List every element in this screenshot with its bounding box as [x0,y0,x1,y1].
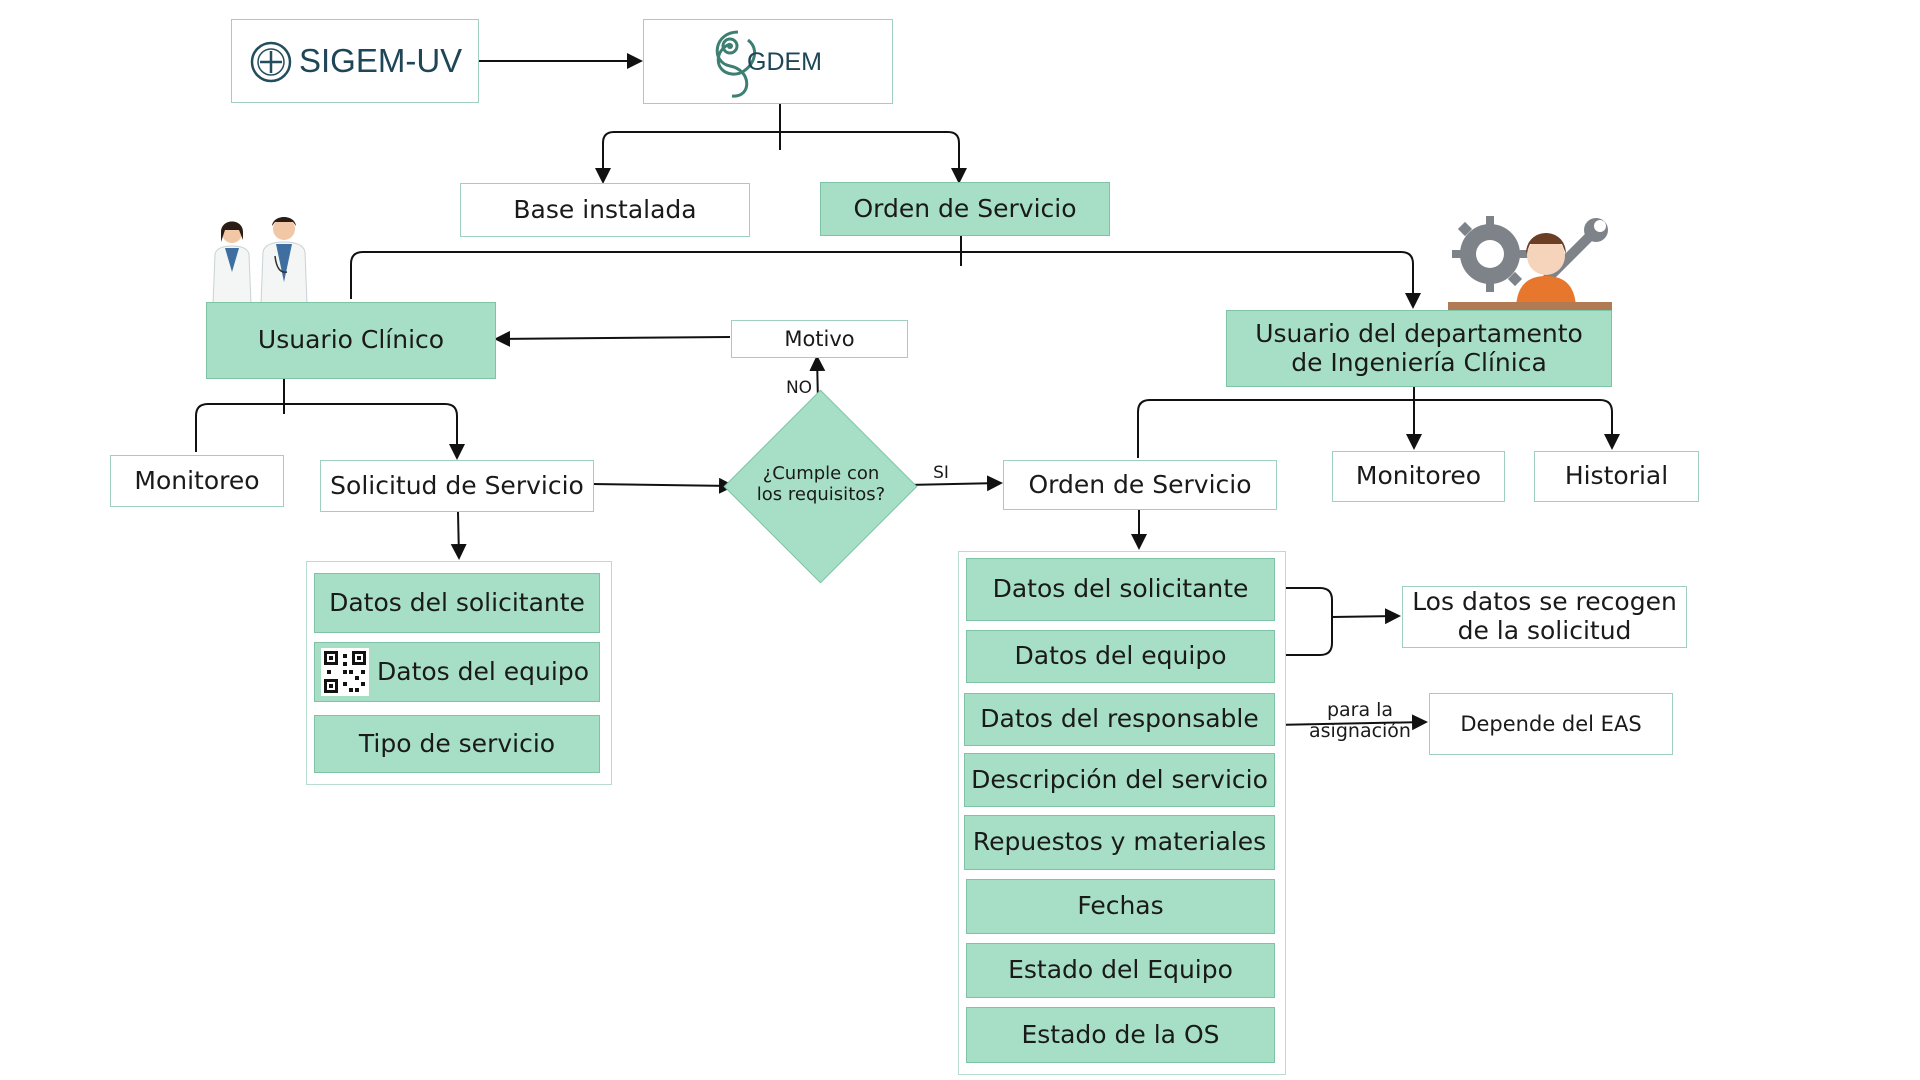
orden-item-label: Datos del equipo [1014,641,1227,671]
solicitud-item-label: Datos del equipo [377,656,589,686]
decision-question-label: ¿Cumple con los requisitos? [756,463,886,505]
solicitud-servicio-label: Solicitud de Servicio [330,470,584,500]
orden-item: Datos del responsable [964,693,1275,746]
orden-item-label: Datos del responsable [980,704,1259,734]
engineer-gear-wrench-icon [1448,216,1612,310]
historial-label: Historial [1564,461,1669,491]
orden-servicio-label: Orden de Servicio [1028,469,1252,499]
historial-box: Historial [1534,451,1699,502]
orden-item-label: Fechas [1077,891,1164,921]
doctors-icon [212,217,308,304]
monitoreo-right-label: Monitoreo [1355,461,1482,491]
no-label: NO [785,378,813,398]
orden-item-label: Repuestos y materiales [972,827,1267,857]
orden-item: Estado del Equipo [966,943,1275,998]
usuario-ingenieria-box: Usuario del departamento de Ingeniería C… [1226,310,1612,387]
gdem-logo-icon [715,30,757,98]
base-instalada-label: Base instalada [513,194,697,224]
datos-recogen-box: Los datos se recogen de la solicitud [1402,586,1687,648]
motivo-label: Motivo [784,326,855,351]
depende-eas-label: Depende del EAS [1460,711,1642,736]
orden-item: Repuestos y materiales [964,815,1275,870]
orden-item-label: Estado de la OS [1021,1019,1220,1049]
orden-item: Datos del equipo [966,630,1275,683]
usuario-clinico-label: Usuario Clínico [257,325,445,355]
orden-servicio-box: Orden de Servicio [1003,460,1277,510]
orden-item: Descripción del servicio [964,753,1275,807]
monitoreo-left-label: Monitoreo [134,465,260,495]
orden-item: Datos del solicitante [966,558,1275,621]
orden-item: Estado de la OS [966,1007,1275,1063]
gdem-logo: GDEM [643,19,893,104]
orden-item-label: Estado del Equipo [1008,955,1233,985]
sigem-logo-text: SIGEM-UV [299,42,463,79]
orden-item-label: Datos del solicitante [992,574,1249,604]
usuario-clinico-box: Usuario Clínico [206,302,496,379]
gdem-logo-text: GDEM [747,48,822,76]
solicitud-item: Datos del solicitante [314,573,600,633]
solicitud-item-label: Datos del solicitante [329,587,585,617]
orden-item: Fechas [966,879,1275,934]
si-label: SI [933,463,949,483]
base-instalada-box: Base instalada [460,183,750,237]
orden-servicio-top-label: Orden de Servicio [853,193,1077,223]
decision-question: ¿Cumple con los requisitos? [752,450,890,520]
qr-code-icon [321,648,369,696]
para-asignacion-label: para la asignación [1309,699,1411,742]
sigem-logo-icon [250,41,292,83]
solicitud-item-label: Tipo de servicio [358,728,556,758]
orden-servicio-top-box: Orden de Servicio [820,182,1110,236]
depende-eas-box: Depende del EAS [1429,693,1673,755]
orden-item-label: Descripción del servicio [971,764,1268,794]
monitoreo-right-box: Monitoreo [1332,451,1505,502]
solicitud-servicio-box: Solicitud de Servicio [320,460,594,512]
sigem-logo: SIGEM-UV [231,19,479,103]
solicitud-item: Datos del equipo [314,642,600,702]
motivo-box: Motivo [731,320,908,358]
solicitud-item: Tipo de servicio [314,715,600,773]
datos-recogen-label: Los datos se recogen de la solicitud [1412,587,1677,645]
usuario-ingenieria-label: Usuario del departamento de Ingeniería C… [1255,318,1583,377]
monitoreo-left-box: Monitoreo [110,455,284,507]
